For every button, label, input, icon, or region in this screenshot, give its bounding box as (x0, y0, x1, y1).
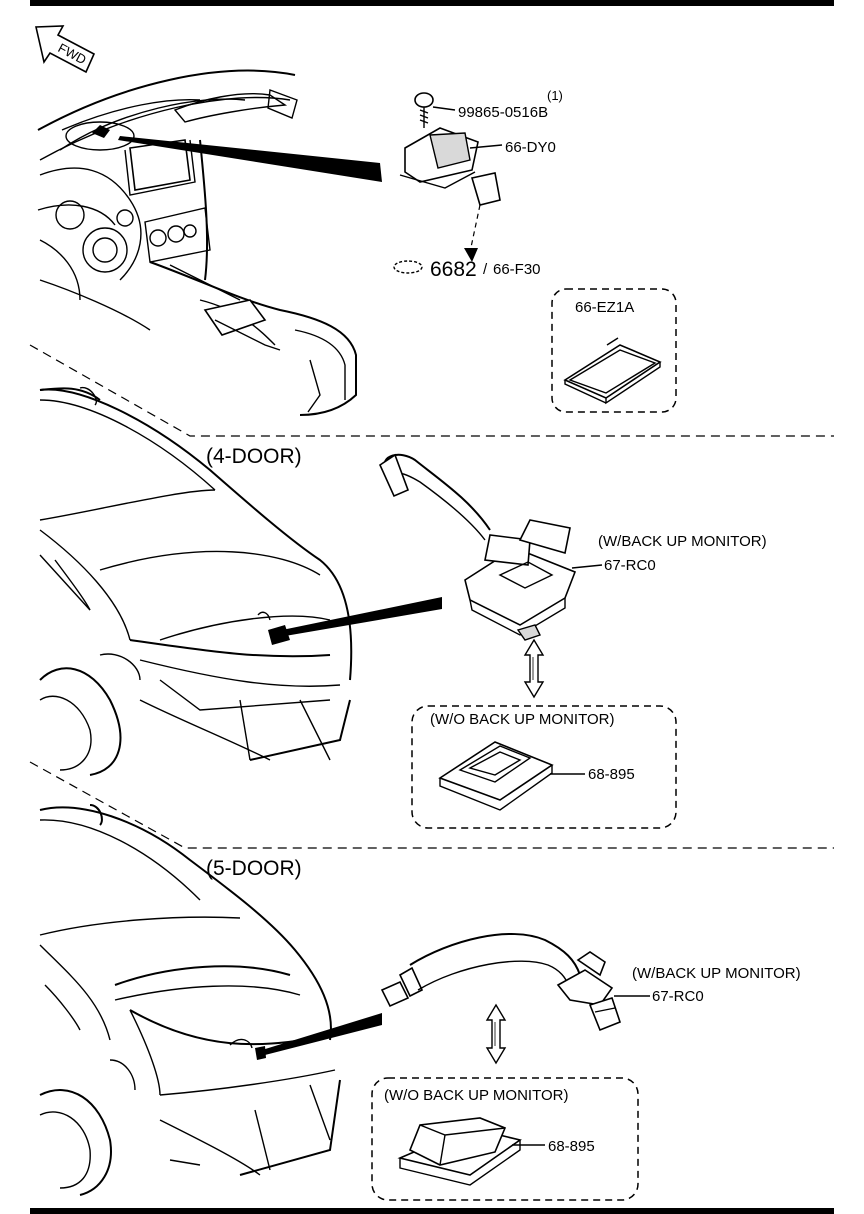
four-door-without-monitor-box (411, 705, 677, 829)
sd-card-part-number: 66-EZ1A (575, 299, 634, 316)
divider-bottom (29, 761, 834, 849)
connector-symbol-icon (393, 260, 423, 274)
five-door-camera-part-number: 67-RC0 (652, 988, 704, 1005)
five-door-with-monitor-label: (W/BACK UP MONITOR) (632, 965, 801, 982)
five-door-camera-icon (380, 933, 621, 1032)
camera-bracket-icon (399, 127, 503, 262)
divider-top (29, 344, 834, 437)
four-door-car-illustration (39, 386, 353, 776)
screw-part-number: 99865-0516B (458, 104, 548, 121)
five-door-cover-part-number: 68-895 (548, 1138, 595, 1155)
five-door-title: (5-DOOR) (206, 857, 302, 880)
sd-card-box (551, 288, 677, 413)
leader-dashboard (118, 136, 382, 182)
four-door-without-monitor-label: (W/O BACK UP MONITOR) (430, 711, 614, 728)
five-door-car-illustration (39, 804, 341, 1196)
sd-card-leader (606, 337, 619, 346)
five-door-without-monitor-box (371, 1077, 639, 1201)
screw-qty: (1) (547, 88, 563, 103)
four-door-camera-part-number: 67-RC0 (604, 557, 656, 574)
bracket-part-number: 66-DY0 (505, 139, 556, 156)
leader-five-door (262, 1013, 382, 1055)
five-door-without-monitor-label: (W/O BACK UP MONITOR) (384, 1087, 568, 1104)
four-door-cover-part-number: 68-895 (588, 766, 635, 783)
connector-separator: / (483, 261, 488, 278)
dashboard-illustration (37, 69, 357, 416)
five-door-camera-marker-icon (255, 1046, 266, 1060)
connector-part-number: 66-F30 (493, 261, 541, 278)
connector-code: 6682 (430, 258, 477, 281)
five-door-cover-icon (397, 1117, 522, 1186)
four-door-with-monitor-label: (W/BACK UP MONITOR) (598, 533, 767, 550)
leader-four-door (282, 597, 442, 636)
four-door-alternative-arrow-icon (523, 638, 545, 699)
camera-location-marker-icon (92, 125, 110, 138)
bottom-border (30, 1208, 834, 1214)
five-door-alternative-arrow-icon (485, 1003, 507, 1065)
four-door-camera-leader (571, 564, 603, 569)
top-border (30, 0, 834, 6)
four-door-camera-icon (378, 453, 577, 641)
four-door-title: (4-DOOR) (206, 445, 302, 468)
screw-icon (414, 92, 456, 128)
fwd-arrow-icon: FWD (35, 25, 96, 74)
sd-card-icon (563, 344, 662, 405)
four-door-cover-icon (438, 741, 554, 811)
